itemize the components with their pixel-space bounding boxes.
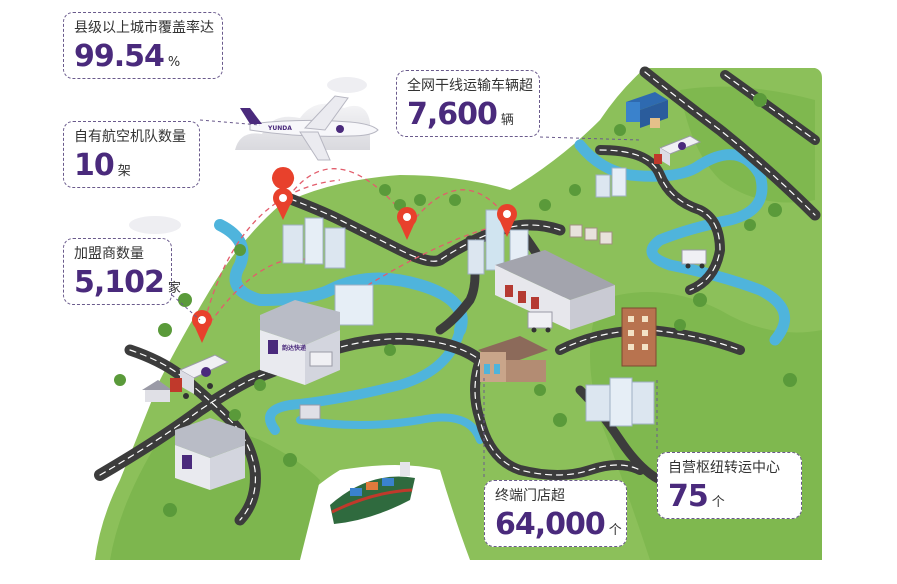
- location-pins: [192, 167, 517, 343]
- cargo-ship: [330, 462, 415, 524]
- airplane-brand-mark: YUNDA: [267, 125, 292, 132]
- stat-value: 7,600: [407, 97, 498, 132]
- transit-hub-2: [175, 418, 245, 490]
- stat-city-coverage: 县级以上城市覆盖率达 99.54%: [63, 12, 223, 79]
- truck-top-right: [654, 135, 702, 166]
- shipping-container: [626, 92, 668, 128]
- stat-value: 10: [74, 148, 115, 183]
- stat-value: 64,000: [495, 507, 606, 542]
- van-right: [681, 249, 707, 269]
- pin-2: [397, 207, 417, 240]
- stat-unit: 家: [167, 281, 181, 296]
- hub-sign: 韵达快递: [282, 344, 306, 352]
- stat-label: 自有航空机队数量: [74, 129, 186, 145]
- stat-unit: 架: [117, 164, 131, 179]
- stat-unit: 个: [711, 495, 725, 510]
- stat-unit: 辆: [500, 113, 514, 128]
- stat-unit: 个: [608, 523, 622, 538]
- stat-value: 75: [668, 479, 709, 514]
- stat-label: 终端门店超: [495, 488, 565, 504]
- trucks: [170, 135, 707, 399]
- stat-value: 99.54: [74, 39, 165, 74]
- city-buildings: [142, 167, 655, 427]
- truck-left: [170, 354, 230, 399]
- stat-label: 全网干线运输车辆超: [407, 78, 533, 94]
- stat-value: 5,102: [74, 265, 165, 300]
- transit-hub: 韵达快递: [260, 300, 340, 385]
- stat-label: 县级以上城市覆盖率达: [74, 20, 214, 36]
- van-center: [527, 311, 553, 333]
- stat-unit: %: [167, 55, 181, 70]
- van-hub: [309, 351, 333, 367]
- pin-4: [192, 310, 212, 343]
- delivery-routes: [204, 168, 506, 331]
- airplane: YUNDA: [240, 95, 379, 161]
- pin-3: [497, 204, 517, 237]
- trees: [114, 93, 797, 517]
- callout-lines: [171, 119, 658, 480]
- service-store: [478, 336, 548, 382]
- stat-label: 自营枢纽转运中心: [668, 460, 780, 476]
- stat-label: 加盟商数量: [74, 246, 144, 262]
- pin-1: [272, 167, 295, 220]
